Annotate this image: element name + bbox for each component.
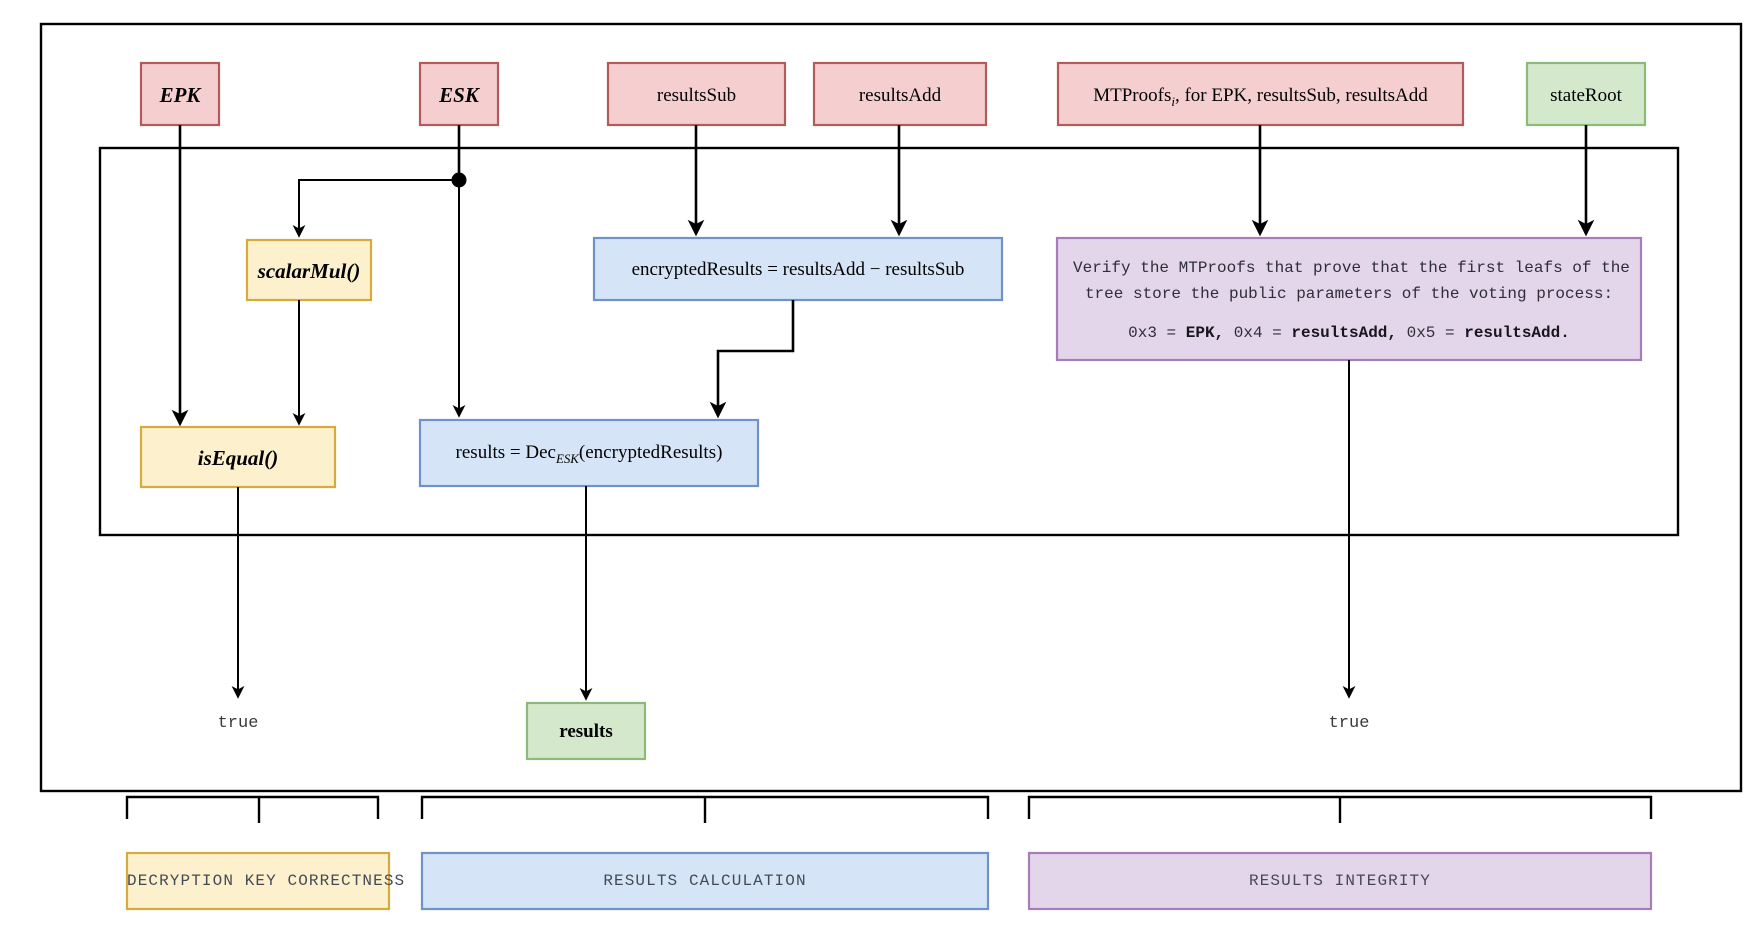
legend-decryption-box[interactable] [125, 851, 391, 911]
op-verify-box[interactable] [1055, 236, 1643, 362]
node-stateroot-box[interactable] [1525, 61, 1647, 127]
brace-decryption [125, 795, 380, 819]
edge-esk-to-scalarmul [292, 179, 459, 238]
node-resultssub-box[interactable] [606, 61, 787, 127]
edge-encryptedresults-to-decrypt [709, 300, 795, 419]
inner-circuit-frame [98, 146, 1680, 537]
op-decrypt-box[interactable] [418, 418, 760, 488]
op-scalarmul-box[interactable] [245, 238, 373, 302]
outer-frame [39, 22, 1743, 793]
node-esk-box[interactable] [418, 61, 500, 127]
legend-calculation-box[interactable] [420, 851, 990, 911]
op-isequal-box[interactable] [139, 425, 337, 489]
node-resultsadd-box[interactable] [812, 61, 988, 127]
node-epk-box[interactable] [139, 61, 221, 127]
output-results-box[interactable] [525, 701, 647, 761]
op-encryptedresults-box[interactable] [592, 236, 1004, 302]
node-mtproofs-box[interactable] [1056, 61, 1465, 127]
legend-integrity-box[interactable] [1027, 851, 1653, 911]
